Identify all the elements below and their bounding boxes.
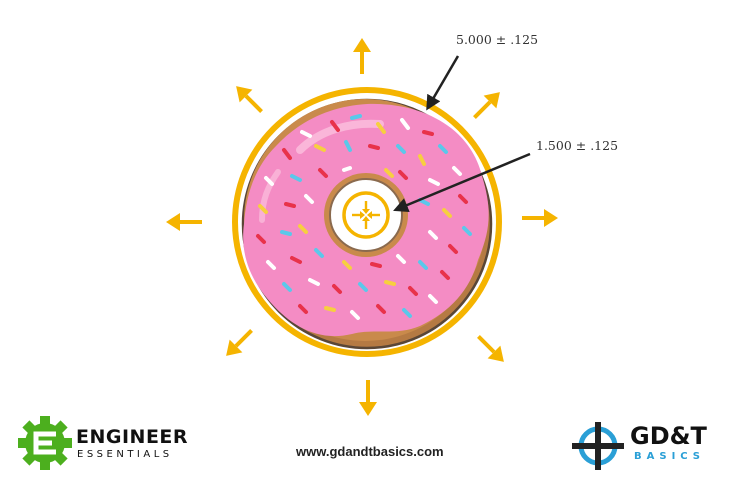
outer-dimension-leader [426, 55, 460, 111]
contract-arrow-icon [352, 211, 365, 219]
sprinkles [256, 114, 472, 320]
expand-arrow-icon [236, 86, 263, 113]
outer-diameter-label: 5.000 ± .125 [456, 32, 539, 47]
donut [241, 98, 493, 350]
contract-arrow-icon [367, 211, 380, 219]
website-url[interactable]: www.gdandtbasics.com [296, 444, 444, 459]
inner-tolerance-ring [342, 191, 390, 239]
expand-arrow-icon [166, 213, 202, 231]
brand-left-line2: ESSENTIALS [77, 449, 173, 460]
expansion-arrows [166, 38, 558, 416]
expand-arrow-icon [477, 335, 504, 362]
brand-left-line1: ENGINEER [76, 426, 189, 448]
contract-arrows [352, 201, 380, 229]
gdt-basics-brand: GD&T BASICS [568, 418, 728, 472]
crosshair-logo-icon [572, 422, 624, 470]
expand-arrow-icon [226, 329, 253, 356]
expand-arrow-icon [473, 92, 500, 119]
contract-arrow-icon [362, 201, 370, 214]
inner-dimension-leader [393, 152, 531, 213]
outer-tolerance-ring [232, 87, 502, 357]
inner-diameter-label: 1.500 ± .125 [536, 138, 619, 153]
contract-arrow-icon [362, 216, 370, 229]
expand-arrow-icon [359, 380, 377, 416]
expand-arrow-icon [522, 209, 558, 227]
expand-arrow-icon [353, 38, 371, 74]
engineer-essentials-brand: ENGINEER ESSENTIALS [14, 416, 204, 470]
brand-right-line1: GD&T [630, 422, 707, 450]
brand-right-line2: BASICS [634, 451, 706, 462]
